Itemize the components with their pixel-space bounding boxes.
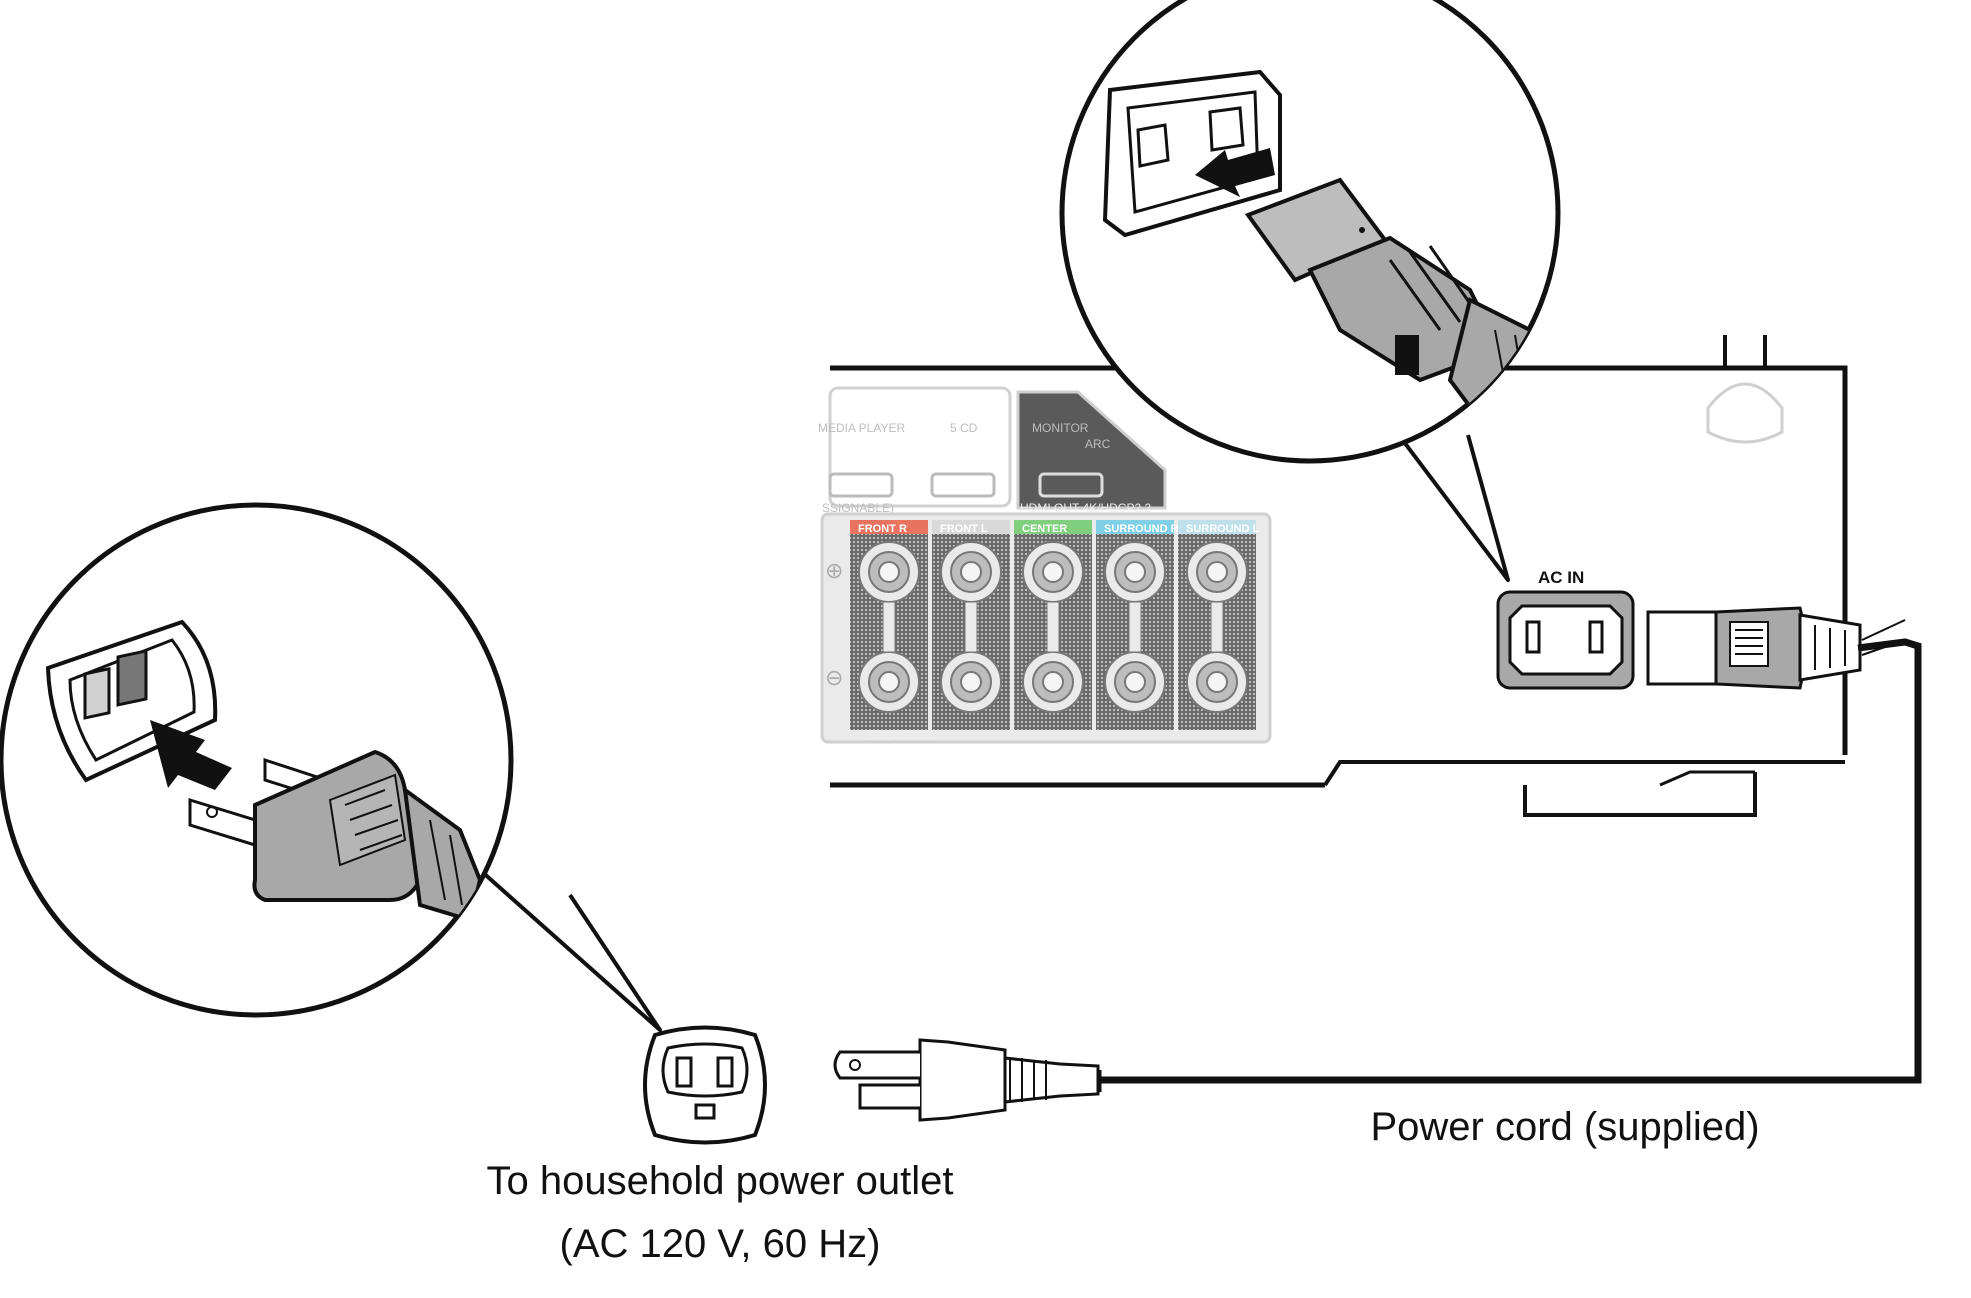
power-cord-caption: Power cord (supplied)	[1370, 1105, 1760, 1149]
receiver-rear-panel: MEDIA PLAYER 5 CD SSIGNABLE) MONITOR ARC…	[818, 335, 1862, 817]
speaker-binding-post	[878, 671, 900, 693]
speaker-column-front-r: FRONT R	[850, 520, 928, 730]
speaker-channel-label: SURROUND L	[1186, 523, 1260, 535]
speaker-binding-post	[960, 671, 982, 693]
label-media-player: MEDIA PLAYER	[818, 421, 905, 435]
speaker-binding-post	[1042, 561, 1064, 583]
outlet-caption-line2: (AC 120 V, 60 Hz)	[559, 1222, 881, 1266]
hdmi-port-icon	[828, 472, 894, 498]
iec-connector-icon	[1496, 590, 1635, 690]
minus-polarity-label: ⊖	[825, 665, 843, 690]
outlet-caption-line1: To household power outlet	[486, 1159, 954, 1203]
label-cd: 5 CD	[950, 421, 978, 435]
power-cord	[1098, 619, 1922, 1092]
speaker-binding-post	[1206, 671, 1228, 693]
speaker-channel-label: FRONT L	[940, 523, 988, 535]
speaker-column-front-l: FRONT L	[932, 520, 1010, 730]
insert-arrow-icon	[1195, 148, 1275, 197]
plus-polarity-label: ⊕	[825, 558, 843, 583]
speaker-channel-label: FRONT R	[858, 523, 907, 535]
speaker-binding-post	[1124, 561, 1146, 583]
iec-plug-icon	[1646, 606, 1862, 690]
speaker-column-surround-l: SURROUND L	[1178, 520, 1260, 730]
ac-plug-icon	[833, 1038, 1100, 1122]
label-monitor: MONITOR	[1032, 421, 1089, 435]
speaker-column-surround-r: SURROUND R	[1096, 520, 1179, 730]
label-assignable: SSIGNABLE)	[822, 501, 894, 515]
speaker-binding-post	[1206, 561, 1228, 583]
label-speakers: SPEAKERS	[868, 729, 933, 743]
speaker-binding-post	[1042, 671, 1064, 693]
speaker-binding-post	[878, 561, 900, 583]
insert-arrow-icon	[150, 720, 232, 790]
speaker-column-center: CENTER	[1014, 520, 1092, 730]
label-hdmi-out: HDMI OUT 4K/HDCP2.2	[1020, 501, 1151, 515]
magnifier-callout-top	[1059, 0, 1561, 582]
hdmi-port-icon	[930, 472, 996, 498]
hdmi-out-port-icon	[1038, 472, 1104, 498]
label-arc: ARC	[1085, 437, 1111, 451]
speaker-channel-label: SURROUND R	[1104, 523, 1179, 535]
speaker-channel-label: CENTER	[1022, 523, 1067, 535]
speaker-terminals: FRONT R FRONT L CENTER SURROUND R SURROUND L	[850, 520, 1260, 730]
wall-outlet-icon	[643, 1025, 767, 1145]
ac-in-label: AC IN	[1538, 568, 1584, 587]
speaker-binding-post	[960, 561, 982, 583]
magnifier-callout-icon	[0, 502, 662, 1032]
speaker-binding-post	[1124, 671, 1146, 693]
